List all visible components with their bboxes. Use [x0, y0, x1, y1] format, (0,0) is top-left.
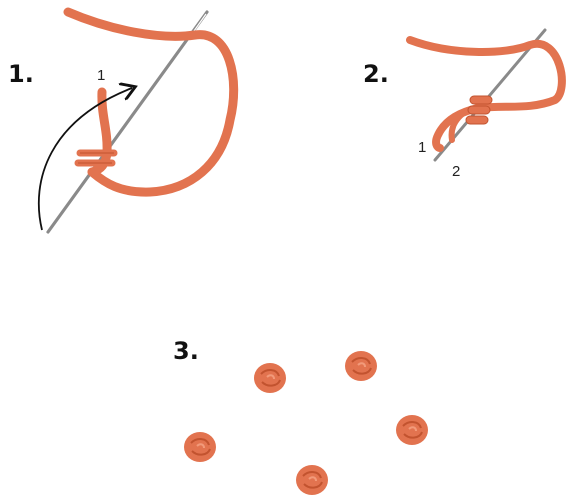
step-2-panel: 2. 1 2: [363, 30, 562, 180]
arrow-icon: [39, 88, 132, 230]
step-2-point-label-1: 1: [418, 139, 426, 156]
thread-icon: [68, 12, 234, 192]
french-knot-icon: [345, 351, 377, 381]
french-knot-icon: [396, 415, 428, 445]
step-3-number: 3.: [173, 337, 199, 365]
thread-icon: [410, 40, 562, 148]
french-knot-icon: [184, 432, 216, 462]
step-3-panel: 3.: [173, 337, 428, 495]
needle-icon: [48, 12, 207, 232]
french-knot-icon: [254, 363, 286, 393]
french-knot-icon: [296, 465, 328, 495]
step-1-number: 1.: [8, 60, 34, 88]
step-1-point-label: 1: [97, 67, 105, 84]
knot-group: [184, 351, 428, 495]
step-1-panel: 1. 1: [8, 12, 234, 232]
step-2-point-label-2: 2: [452, 163, 460, 180]
step-2-number: 2.: [363, 60, 389, 88]
